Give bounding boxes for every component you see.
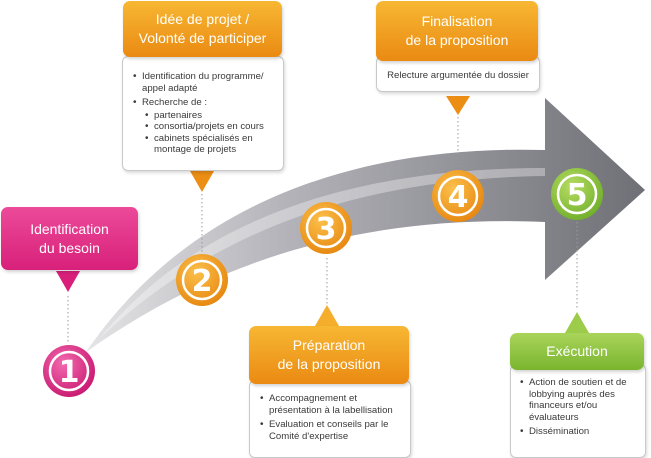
step5-number: 5	[567, 178, 588, 213]
step5-title: Exécution	[546, 343, 608, 359]
step1-title-line1: Identification	[30, 220, 109, 237]
step1-pointer	[56, 271, 80, 292]
step3-item: Accompagnement et présentation à la labe…	[258, 393, 404, 416]
step4-pointer	[446, 96, 470, 115]
step5-item: Action de soutien et de lobbying auprès …	[518, 377, 640, 423]
progress-arrow	[86, 98, 645, 352]
step1-number: 1	[59, 355, 80, 390]
step5-item: Dissémination	[518, 426, 640, 438]
step4-circle: 4	[432, 170, 484, 222]
step3-number: 3	[316, 212, 337, 247]
step3-title-line1: Préparation	[292, 337, 366, 353]
step4-header: Finalisation de la proposition	[376, 1, 538, 61]
step2-subitem: consortia/projets en cours	[131, 121, 277, 133]
step1-title-line2: du besoin	[39, 239, 100, 256]
step1-header: Identification du besoin	[1, 207, 138, 270]
step2-subitem: partenaires	[131, 110, 277, 122]
step3-item: Evaluation et conseils par le Comité d'e…	[258, 419, 404, 442]
step3-pointer	[315, 305, 339, 326]
step2-header: Idée de projet / Volonté de participer	[123, 1, 282, 57]
step4-number: 4	[448, 180, 469, 215]
step2-pointer	[190, 171, 214, 192]
step2-number: 2	[192, 264, 213, 299]
connector-lines	[67, 117, 578, 344]
step1-circle: 1	[43, 345, 95, 397]
step2-subitem: cabinets spécialisés en montage de proje…	[131, 133, 277, 156]
step4-card: Relecture argumentée du dossier	[376, 56, 540, 92]
step2-item: Recherche de :	[131, 97, 277, 109]
step2-card: Identification du programme/ appel adapt…	[122, 56, 284, 171]
step4-item: Relecture argumentée du dossier	[387, 70, 529, 81]
step3-card: Accompagnement et présentation à la labe…	[249, 380, 411, 458]
step5-pointer	[565, 312, 589, 333]
step3-title-line2: de la proposition	[277, 356, 381, 372]
step2-title-line2: Volonté de participer	[138, 30, 267, 46]
step5-circle: 5	[551, 168, 603, 220]
step4-title-line2: de la proposition	[405, 32, 509, 48]
step3-header: Préparation de la proposition	[249, 326, 409, 384]
step4-title-line1: Finalisation	[421, 13, 493, 29]
step3-circle: 3	[300, 202, 352, 254]
step5-card: Action de soutien et de lobbying auprès …	[510, 364, 646, 458]
arrow-highlight	[100, 168, 545, 338]
step2-circle: 2	[176, 254, 228, 306]
step2-title-line1: Idée de projet /	[155, 11, 250, 27]
step5-header: Exécution	[510, 333, 644, 370]
step2-item: Identification du programme/ appel adapt…	[131, 71, 277, 94]
